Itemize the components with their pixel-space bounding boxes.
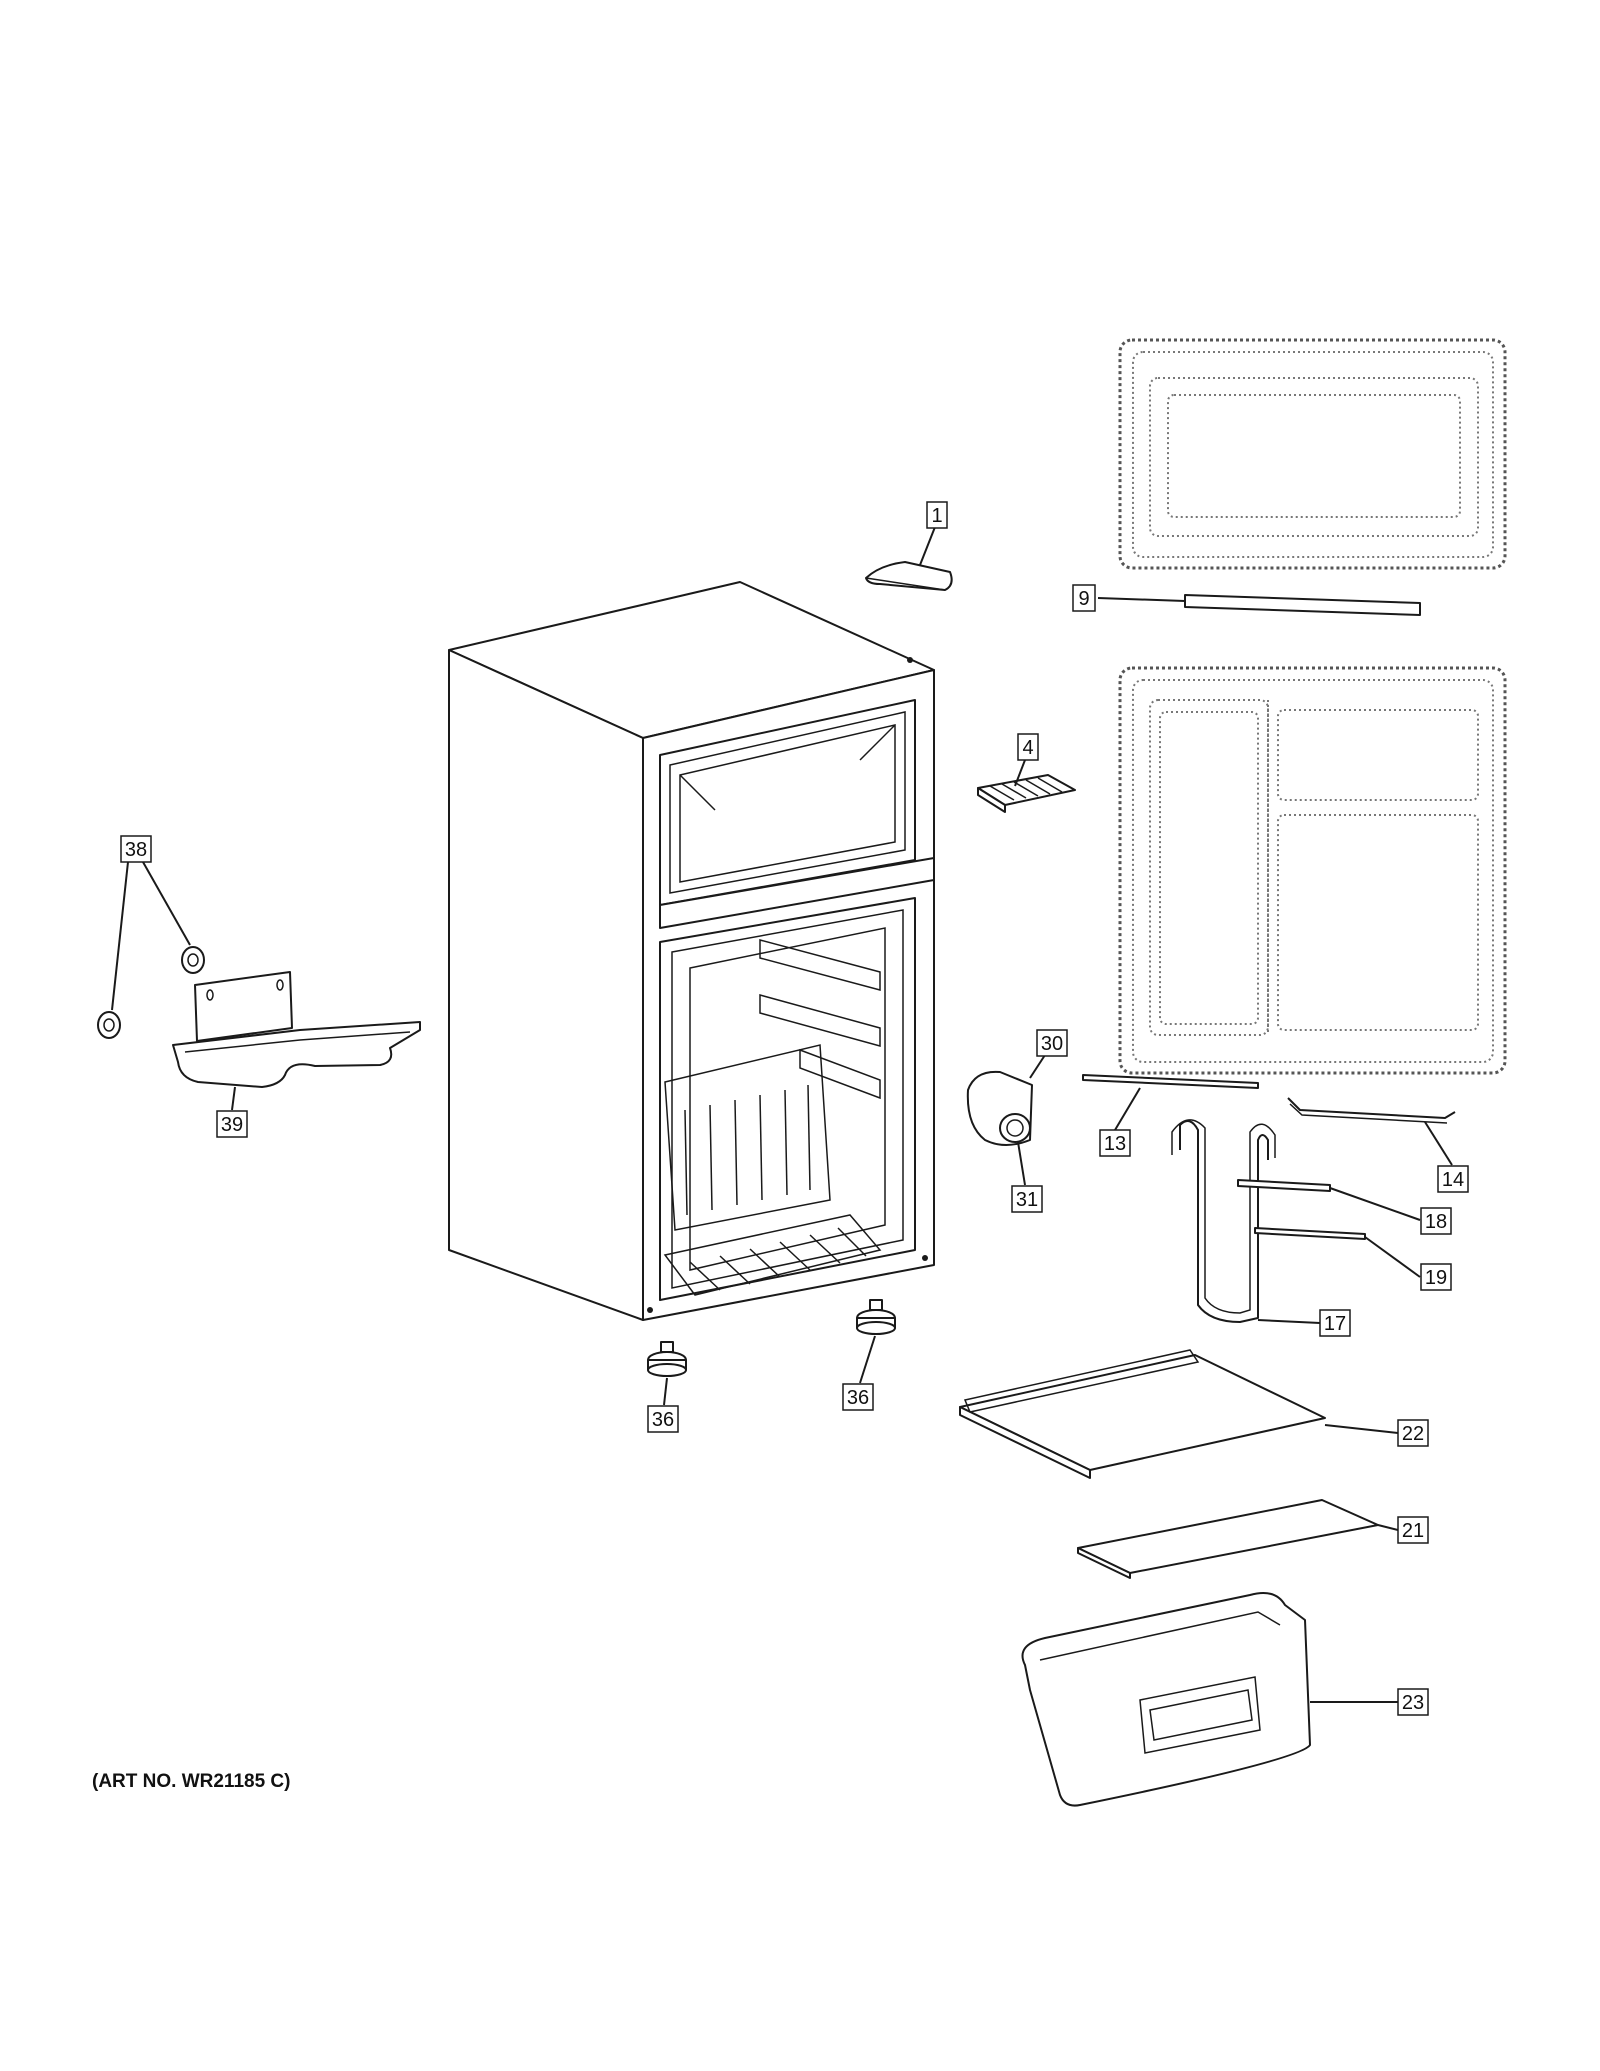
leveling-leg-left	[647, 1341, 687, 1377]
callout-39: 39	[216, 1110, 248, 1138]
callout-23-label: 23	[1402, 1692, 1424, 1714]
leveling-leg-right	[856, 1299, 896, 1335]
bumper-left	[97, 1011, 121, 1039]
bar-18	[1237, 1179, 1331, 1192]
callout-18: 18	[1420, 1207, 1452, 1235]
callout-1: 1	[926, 501, 948, 529]
callout-13-label: 13	[1104, 1133, 1126, 1155]
door-strip-9	[1184, 594, 1421, 616]
callout-21: 21	[1397, 1516, 1429, 1544]
callout-31: 31	[1011, 1185, 1043, 1213]
callout-39-label: 39	[221, 1114, 243, 1136]
callout-17: 17	[1319, 1309, 1351, 1337]
callout-14: 14	[1437, 1165, 1469, 1193]
fresh-food-door	[1118, 666, 1507, 1075]
callout-31-label: 31	[1016, 1189, 1038, 1211]
refrigerator-cabinet	[448, 581, 935, 1321]
glass-shelf-22	[959, 1349, 1326, 1479]
callout-23: 23	[1397, 1688, 1429, 1716]
ice-tray	[977, 774, 1076, 813]
callout-36-right: 36	[842, 1383, 874, 1411]
callout-13: 13	[1099, 1129, 1131, 1157]
bar-19	[1254, 1227, 1366, 1240]
callout-36-left-label: 36	[652, 1409, 674, 1431]
callout-4-label: 4	[1022, 737, 1033, 759]
callout-17-label: 17	[1324, 1313, 1346, 1335]
callout-1-label: 1	[931, 505, 942, 527]
callout-18-label: 18	[1425, 1211, 1447, 1233]
wire-rack-17	[1171, 1119, 1276, 1323]
callout-22: 22	[1397, 1419, 1429, 1447]
callout-38-label: 38	[125, 839, 147, 861]
callout-30-label: 30	[1041, 1033, 1063, 1055]
art-number: (ART NO. WR21185 C)	[92, 1771, 291, 1792]
leader-lines	[111, 526, 1453, 1703]
callout-38: 38	[120, 835, 152, 863]
bumper-right	[181, 946, 205, 974]
callout-19-label: 19	[1425, 1267, 1447, 1289]
callout-9: 9	[1072, 584, 1096, 612]
callout-36-left: 36	[647, 1405, 679, 1433]
callout-14-label: 14	[1442, 1169, 1464, 1191]
crisper-cover-21	[1077, 1499, 1379, 1579]
callout-30: 30	[1036, 1029, 1068, 1057]
bar-13	[1082, 1074, 1259, 1089]
callout-21-label: 21	[1402, 1520, 1424, 1542]
thermostat-housing	[966, 1070, 1033, 1146]
hinge-cover	[865, 561, 953, 591]
callout-4: 4	[1017, 733, 1039, 761]
crisper-drawer-23	[1021, 1592, 1311, 1807]
wire-14	[1287, 1097, 1456, 1124]
callout-22-label: 22	[1402, 1423, 1424, 1445]
callout-9-label: 9	[1078, 588, 1089, 610]
freezer-door	[1118, 338, 1507, 570]
drip-tray-39	[172, 971, 421, 1088]
callout-19: 19	[1420, 1263, 1452, 1291]
callout-36-right-label: 36	[847, 1387, 869, 1409]
